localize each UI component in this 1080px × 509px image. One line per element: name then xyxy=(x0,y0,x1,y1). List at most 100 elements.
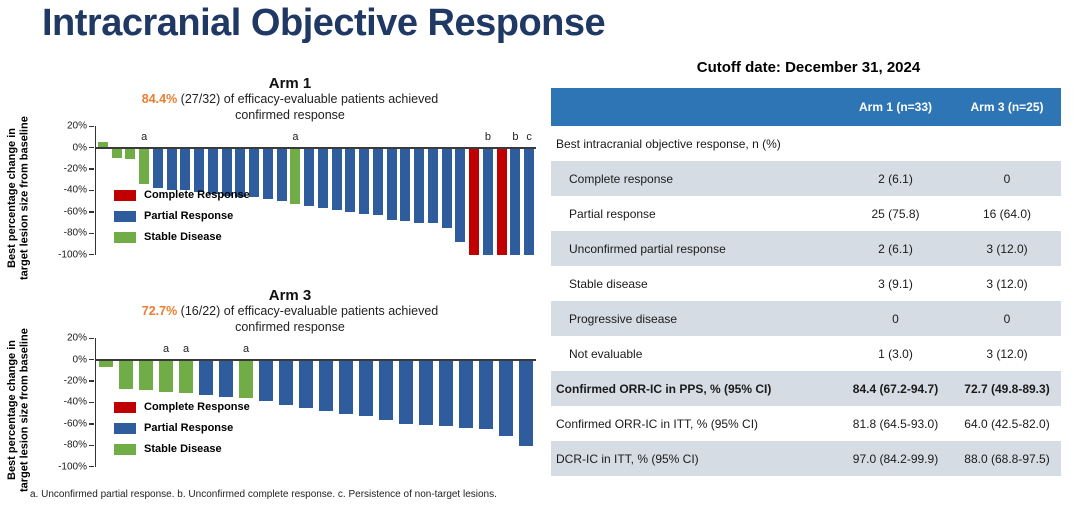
arm1-value xyxy=(838,126,953,161)
bar-partial-response xyxy=(398,359,414,424)
legend-item: Complete Response xyxy=(114,401,250,413)
header-empty-cell xyxy=(551,88,838,126)
complete-response-swatch xyxy=(114,189,136,201)
row-label: Confirmed ORR-IC in ITT, % (95% CI) xyxy=(556,416,759,431)
bar-stable-disease xyxy=(290,147,301,205)
response-table-body: Arm 1 (n=33)Arm 3 (n=25)Best intracrania… xyxy=(551,88,1061,476)
chart-title: Arm 3 xyxy=(268,287,312,304)
response-rate-highlight: 72.7% xyxy=(141,304,178,318)
table-header-row: Arm 1 (n=33)Arm 3 (n=25) xyxy=(551,88,1061,126)
legend-item: Partial Response xyxy=(114,422,250,434)
chart-subtitle: 72.7% (16/22) of efficacy-evaluable pati… xyxy=(141,304,439,334)
bar-partial-response xyxy=(331,147,342,210)
y-tick-mark xyxy=(89,168,94,170)
y-tick-mark xyxy=(89,189,94,192)
bar-partial-response xyxy=(400,147,411,222)
y-tick-label: -60% xyxy=(63,418,87,430)
chart-area: Best percentage change in target lesion … xyxy=(0,116,545,280)
bar-complete-response xyxy=(469,147,480,255)
arm1-value: 97.0 (84.2-99.9) xyxy=(852,451,939,466)
bar-partial-response xyxy=(510,147,521,255)
bar-stable-disease xyxy=(97,142,108,148)
legend-label: Complete Response xyxy=(144,401,250,414)
y-tick-mark xyxy=(89,125,94,127)
zero-baseline xyxy=(96,358,536,361)
y-tick-label: -20% xyxy=(63,163,87,175)
arm1-value: 2 (6.1) xyxy=(878,171,913,186)
arm3-value xyxy=(953,126,1061,161)
table-row: Progressive disease 0 0 xyxy=(551,301,1061,336)
bar-annotation-a: a xyxy=(162,342,170,355)
chart-title: Arm 1 xyxy=(268,75,312,92)
arm3-value: 64.0 (42.5-82.0) xyxy=(964,416,1050,431)
bar-partial-response xyxy=(249,147,260,197)
bar-stable-disease xyxy=(238,359,254,399)
legend-label: Stable Disease xyxy=(144,231,222,244)
bar-partial-response xyxy=(518,359,534,447)
arm3-value: 0 xyxy=(1003,311,1011,326)
partial-response-swatch xyxy=(114,210,136,222)
table-row: Not evaluable 1 (3.0) 3 (12.0) xyxy=(551,336,1061,371)
table-row: Confirmed ORR-IC in PPS, % (95% CI)84.4 … xyxy=(551,371,1061,406)
row-label: Not evaluable xyxy=(569,346,643,361)
complete-response-swatch xyxy=(114,401,136,413)
arm3-value: 3 (12.0) xyxy=(986,241,1028,256)
y-tick-mark xyxy=(89,465,94,468)
bar-partial-response xyxy=(498,359,514,436)
y-axis-label: Best percentage change in target lesion … xyxy=(6,116,31,281)
footnote: a. Unconfirmed partial response. b. Unco… xyxy=(30,489,497,500)
legend-label: Partial Response xyxy=(144,422,234,435)
arm3-value: 3 (12.0) xyxy=(986,346,1028,361)
row-label: Complete response xyxy=(569,171,674,186)
partial-response-swatch xyxy=(114,422,136,434)
bar-partial-response xyxy=(524,147,535,255)
y-tick-label: -40% xyxy=(63,184,87,196)
bar-partial-response xyxy=(298,359,314,408)
legend-item: Stable Disease xyxy=(114,443,250,455)
arm3-value: 88.0 (68.8-97.5) xyxy=(964,451,1050,466)
y-tick-mark xyxy=(89,337,94,339)
bar-partial-response xyxy=(221,147,232,196)
bar-stable-disease xyxy=(139,147,150,185)
row-label: Partial response xyxy=(569,206,656,221)
stable-disease-swatch xyxy=(114,231,136,243)
bar-stable-disease xyxy=(98,359,114,368)
y-tick-mark xyxy=(89,401,94,404)
bar-partial-response xyxy=(166,147,177,191)
bar-partial-response xyxy=(478,359,494,430)
bar-partial-response xyxy=(304,147,315,207)
arm1-value: 25 (75.8) xyxy=(871,206,920,221)
arm1-value: 1 (3.0) xyxy=(878,346,913,361)
chart-subtitle: 84.4% (27/32) of efficacy-evaluable pati… xyxy=(141,92,439,122)
legend-label: Stable Disease xyxy=(144,443,222,456)
bar-annotation-a: a xyxy=(292,130,299,143)
bar-stable-disease xyxy=(158,359,174,392)
row-label: Progressive disease xyxy=(569,311,678,326)
y-tick-mark xyxy=(89,232,94,234)
bar-partial-response xyxy=(345,147,356,212)
zero-baseline xyxy=(96,146,536,149)
bar-partial-response xyxy=(152,147,163,189)
bar-partial-response xyxy=(378,359,394,420)
arm1-value: 0 xyxy=(892,311,899,326)
arm3-value: 72.7 (49.8-89.3) xyxy=(964,381,1050,396)
y-tick-label: -40% xyxy=(63,396,87,408)
y-tick-mark xyxy=(89,358,94,361)
bar-annotation-b: b xyxy=(484,130,491,143)
row-label: DCR-IC in ITT, % (95% CI) xyxy=(556,451,699,466)
row-label: Unconfirmed partial response xyxy=(569,241,726,256)
y-tick-mark xyxy=(89,380,94,382)
page-title: Intracranial Objective Response xyxy=(42,2,606,44)
bar-partial-response xyxy=(458,359,474,429)
bar-partial-response xyxy=(386,147,397,221)
bar-partial-response xyxy=(438,359,454,426)
y-tick-label: -80% xyxy=(63,439,87,451)
arm1-value: 2 (6.1) xyxy=(878,241,913,256)
bar-partial-response xyxy=(317,147,328,208)
legend-label: Partial Response xyxy=(144,210,234,223)
